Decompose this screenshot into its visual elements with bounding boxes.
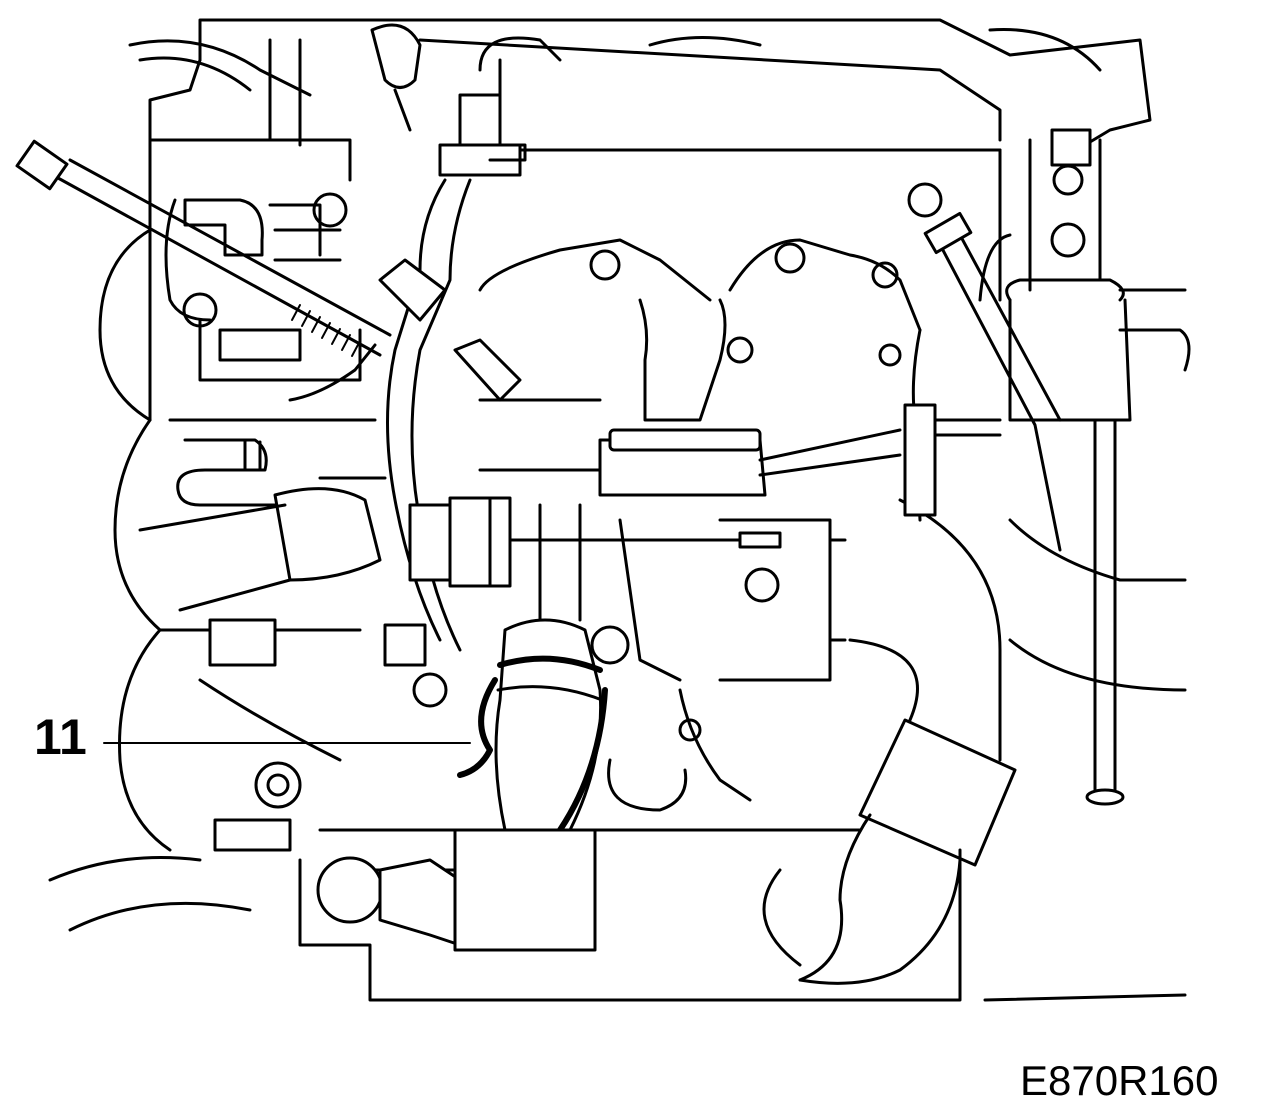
figure-reference-code: E870R160 [1020, 1057, 1219, 1104]
valve-cover [198, 18, 1152, 302]
callout-label-11: 11 [34, 709, 87, 765]
exhaust-manifold [478, 238, 922, 497]
pulley-assembly [98, 58, 377, 852]
wastegate-actuator [408, 496, 847, 682]
hose-item-11 [457, 618, 608, 833]
intake-pipe [138, 438, 387, 612]
oil-pan [48, 618, 1187, 1002]
charge-air-pipe [762, 498, 1017, 985]
central-hoses [288, 178, 522, 652]
turbo-housing [412, 503, 752, 812]
top-hoses [128, 23, 562, 177]
dipstick [15, 139, 392, 357]
throttle-housing [183, 192, 348, 262]
right-side-pipes [903, 128, 1191, 806]
